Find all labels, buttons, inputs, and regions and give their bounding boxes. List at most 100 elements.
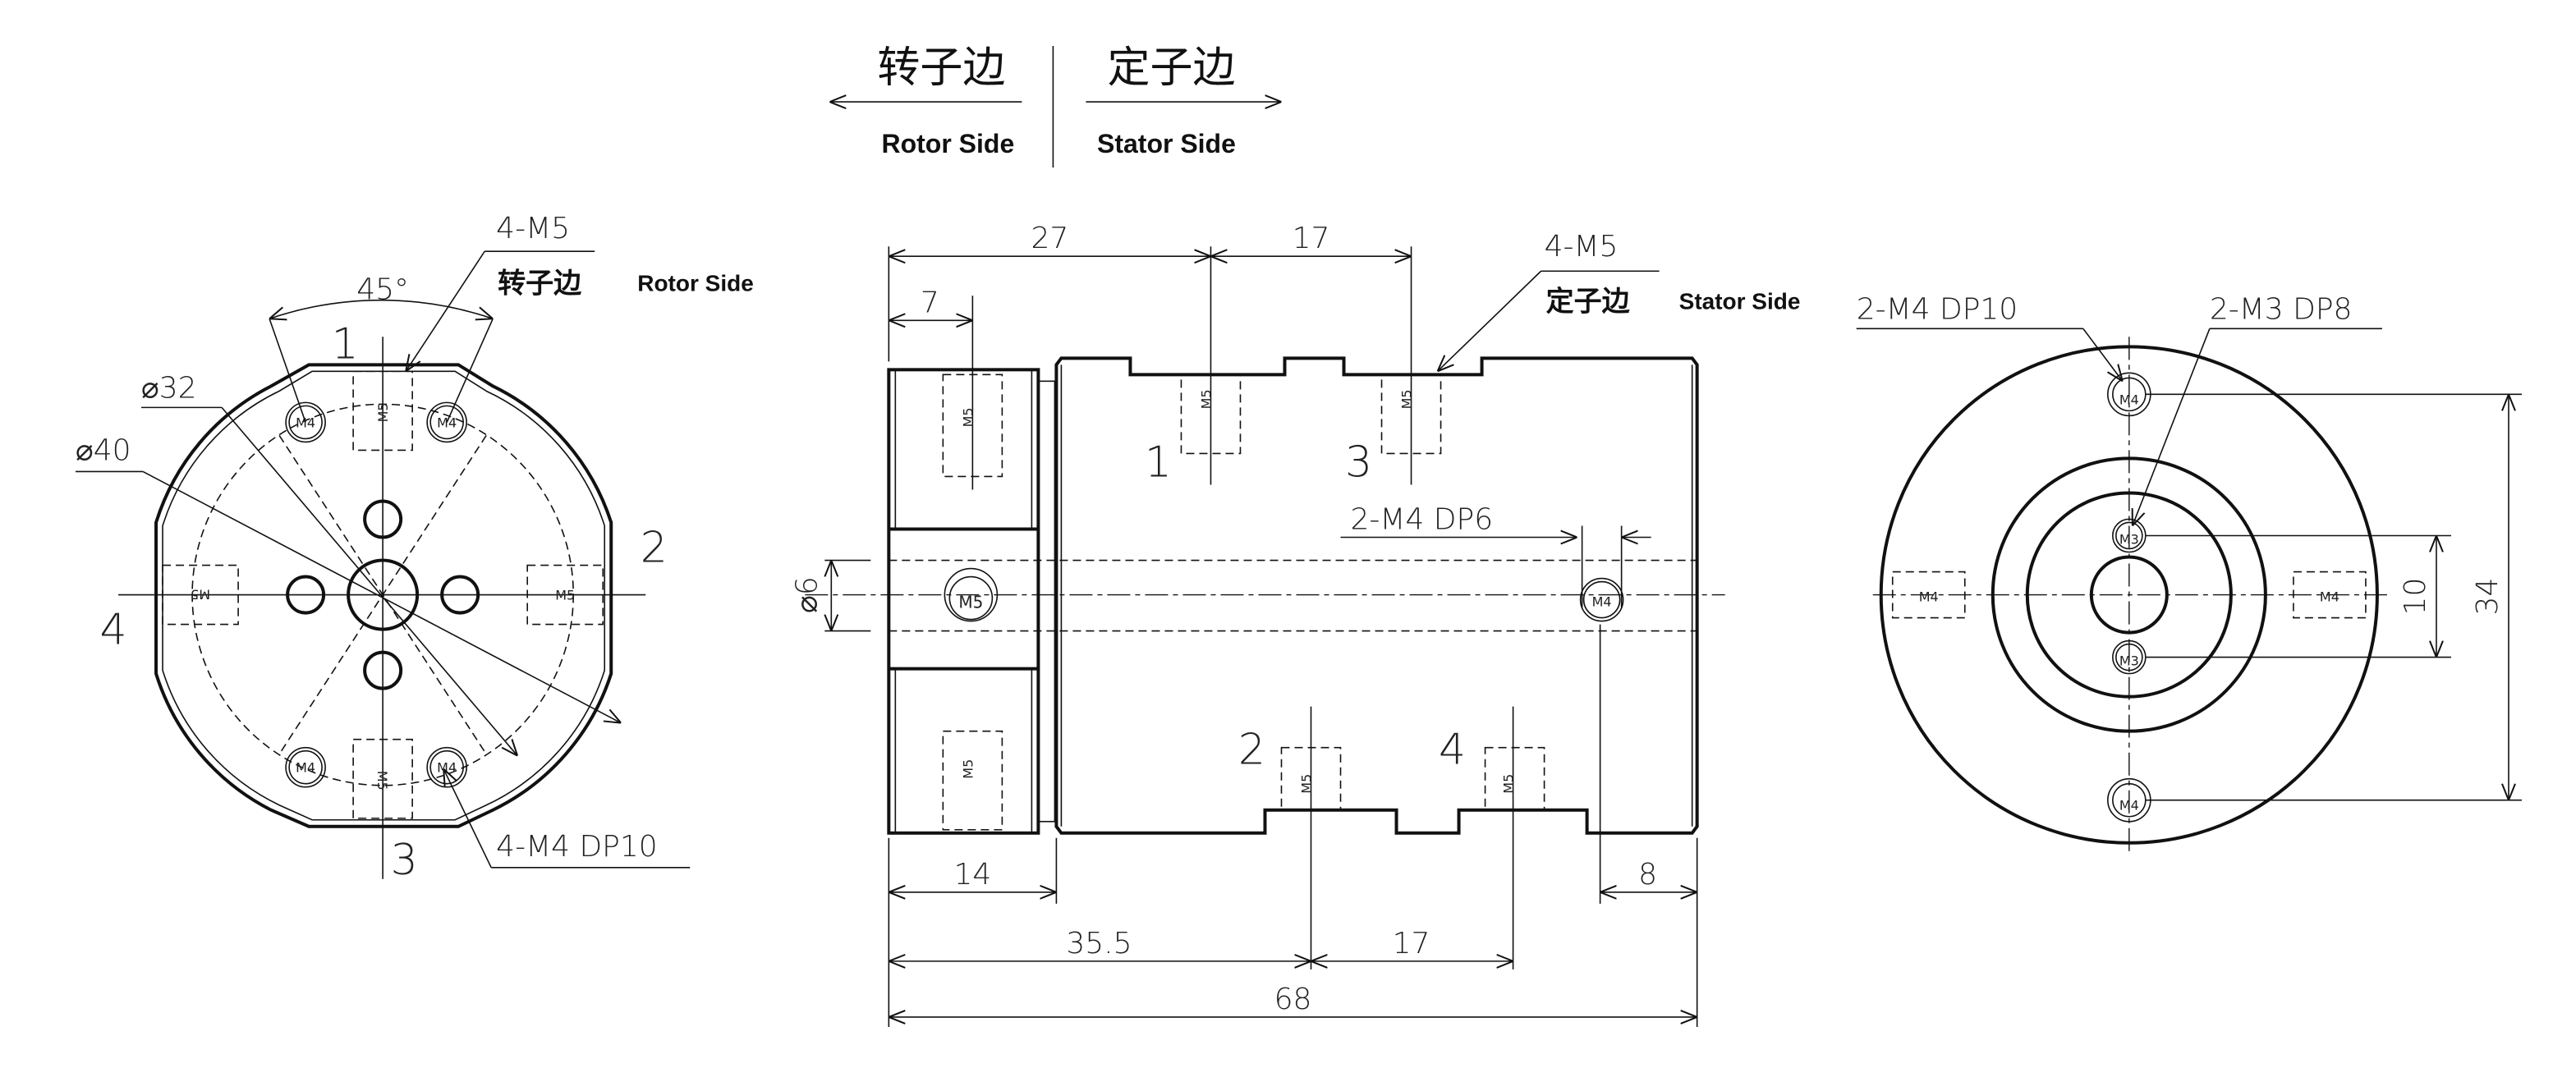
m5-port-top	[352, 370, 413, 452]
right-end-view: M4 M4 M3 M3 M4 M4 2-M4 DP10 2-M3 DP8 10 …	[1856, 292, 2522, 855]
port-number-2: 2	[641, 524, 668, 573]
m4-hole-bottom-right: M4	[426, 746, 467, 788]
m4-hole-top-right: M4	[426, 401, 467, 443]
dim-dia-6: ⌀6	[790, 576, 824, 613]
angle-dimension	[269, 299, 493, 319]
m4-side-port-right: M4	[2293, 571, 2367, 619]
stator-body	[1054, 356, 1699, 835]
side-view: M5 M4 M5 M5 M5 M5 M5 M5 1 3 2 4 27 17 7 …	[790, 222, 1800, 1027]
svg-text:M5: M5	[960, 407, 976, 427]
callout-leader	[1438, 270, 1542, 371]
svg-text:M4: M4	[1592, 594, 1612, 610]
svg-text:M5: M5	[1299, 774, 1315, 794]
callout-stator-en: Stator Side	[1679, 288, 1801, 314]
callout-4-m5-stator: 4-M5	[1545, 230, 1619, 264]
rotor-chamfer-outline	[162, 370, 606, 821]
radial-line	[278, 434, 487, 755]
dim-17-bottom: 17	[1393, 927, 1430, 960]
gap-ring	[1037, 380, 1056, 823]
port-hole	[440, 575, 480, 615]
svg-text:M4: M4	[2119, 392, 2139, 407]
port-number-2: 2	[1238, 726, 1265, 775]
svg-text:M4: M4	[2320, 589, 2340, 605]
m4-hole-bottom-left: M4	[285, 746, 326, 788]
port-number-3: 3	[1345, 438, 1372, 487]
m5-port-collar-bottom: M5	[942, 730, 1003, 831]
callout-leader	[2082, 328, 2123, 381]
port-hole	[363, 499, 403, 539]
m5-port-left	[162, 564, 239, 626]
rotor-flange-outline	[154, 363, 613, 828]
svg-text:M4: M4	[1919, 589, 1939, 605]
m4-hole-top-left: M4	[285, 401, 326, 443]
callout-4-m5: 4-M5	[496, 212, 570, 245]
m4-side-port-left: M4	[1891, 571, 1966, 619]
callout-rotor-cn: 转子边	[498, 267, 581, 300]
rotor-side-label: Rotor Side	[881, 129, 1014, 158]
center-bore	[347, 558, 420, 631]
svg-text:M4: M4	[296, 415, 315, 430]
dim-17-top: 17	[1293, 222, 1330, 255]
m5-port-collar-top: M5	[942, 296, 1003, 490]
left-end-view: M5 M5 M5 M5 M4 M4 M4 M4 1 2 3 4 45° 4-M5…	[76, 212, 754, 885]
dia-32-leader	[221, 406, 517, 755]
svg-text:M5: M5	[1501, 774, 1517, 794]
m5-collar-hole: M5	[944, 567, 999, 622]
svg-text:M4: M4	[437, 415, 457, 430]
callout-4-m4-dp10: 4-M4 DP10	[496, 830, 658, 864]
m5-label: M5	[191, 587, 210, 603]
rotor-side-cn-label: 转子边	[877, 44, 1005, 93]
angle-extension-line	[446, 318, 494, 423]
svg-text:M3: M3	[2119, 531, 2139, 547]
port-hole	[363, 650, 403, 690]
dim-10: 10	[2399, 578, 2432, 616]
port-number-4: 4	[1439, 726, 1466, 775]
m3-hole-top: M3	[2112, 518, 2147, 553]
m5-port-right	[526, 564, 604, 626]
svg-text:M5: M5	[1399, 389, 1415, 409]
callout-rotor-en: Rotor Side	[637, 270, 754, 296]
dim-35-5: 35.5	[1066, 927, 1132, 960]
dim-27: 27	[1031, 222, 1069, 255]
m5-port-3: M5	[1380, 246, 1442, 485]
dim-68: 68	[1274, 983, 1312, 1016]
callout-leader	[2133, 328, 2211, 525]
m5-port-4: M5	[1484, 706, 1545, 970]
dia-32-label: ⌀32	[141, 371, 196, 405]
dia-40-leader	[142, 470, 621, 722]
port-hole	[286, 575, 326, 615]
port-number-1: 1	[332, 319, 359, 369]
svg-text:M4: M4	[2119, 798, 2139, 814]
m3-hole-bottom: M3	[2112, 639, 2147, 675]
angle-extension-line	[269, 319, 306, 423]
svg-text:M5: M5	[1198, 389, 1214, 409]
callout-leader	[406, 250, 485, 371]
callout-2-m4-dp6: 2-M4 DP6	[1351, 502, 1494, 536]
svg-text:M3: M3	[2119, 653, 2139, 669]
m5-label: M5	[374, 771, 390, 791]
svg-text:M5: M5	[958, 593, 983, 612]
port-number-3: 3	[391, 836, 418, 885]
callout-2-m4-dp10: 2-M4 DP10	[1857, 292, 2018, 326]
callout-2-m3-dp8: 2-M3 DP8	[2210, 292, 2353, 326]
dim-34: 34	[2471, 578, 2505, 616]
svg-text:M5: M5	[960, 759, 976, 779]
dim-8: 8	[1638, 858, 1657, 892]
svg-text:M4: M4	[296, 760, 315, 776]
m5-port-2: M5	[1280, 706, 1342, 970]
m5-label: M5	[375, 402, 391, 422]
callout-leader	[443, 769, 492, 869]
callout-stator-cn: 定子边	[1546, 285, 1630, 318]
stator-side-cn-label: 定子边	[1107, 44, 1235, 93]
port-number-4: 4	[99, 606, 126, 655]
stator-side-label: Stator Side	[1097, 129, 1236, 158]
dim-7: 7	[921, 286, 939, 319]
m5-port-bottom	[352, 738, 413, 819]
m4-body-hole: M4	[1579, 577, 1624, 622]
side-legend: 转子边 Rotor Side 定子边 Stator Side	[829, 44, 1282, 168]
dim-14: 14	[953, 858, 991, 892]
angle-label: 45°	[356, 273, 409, 306]
svg-text:M4: M4	[437, 760, 457, 776]
m5-label: M5	[555, 588, 575, 603]
